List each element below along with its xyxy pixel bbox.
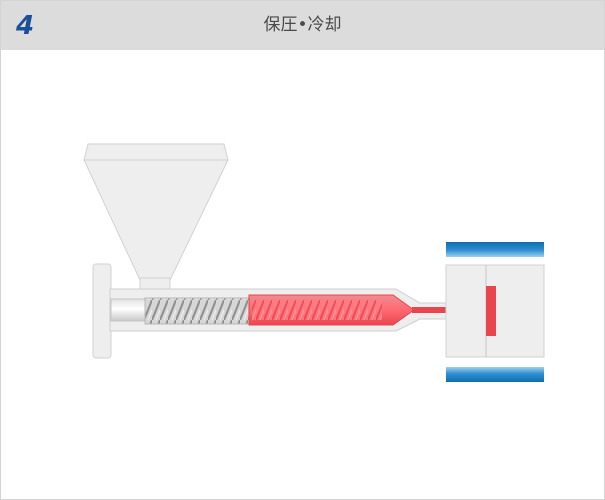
molten-resin-barrel: [248, 294, 415, 326]
cooling-channel-icon: [446, 242, 544, 257]
molded-part: [486, 286, 496, 336]
step-header: 4 保圧•冷却: [1, 1, 604, 50]
piston-rod: [110, 298, 148, 322]
cylinder-end-cap: [92, 263, 112, 359]
step-title: 保圧•冷却: [263, 15, 342, 35]
step-number: 4: [16, 11, 35, 41]
screw-icon: [144, 297, 250, 325]
cooling-channel-icon: [446, 367, 544, 382]
